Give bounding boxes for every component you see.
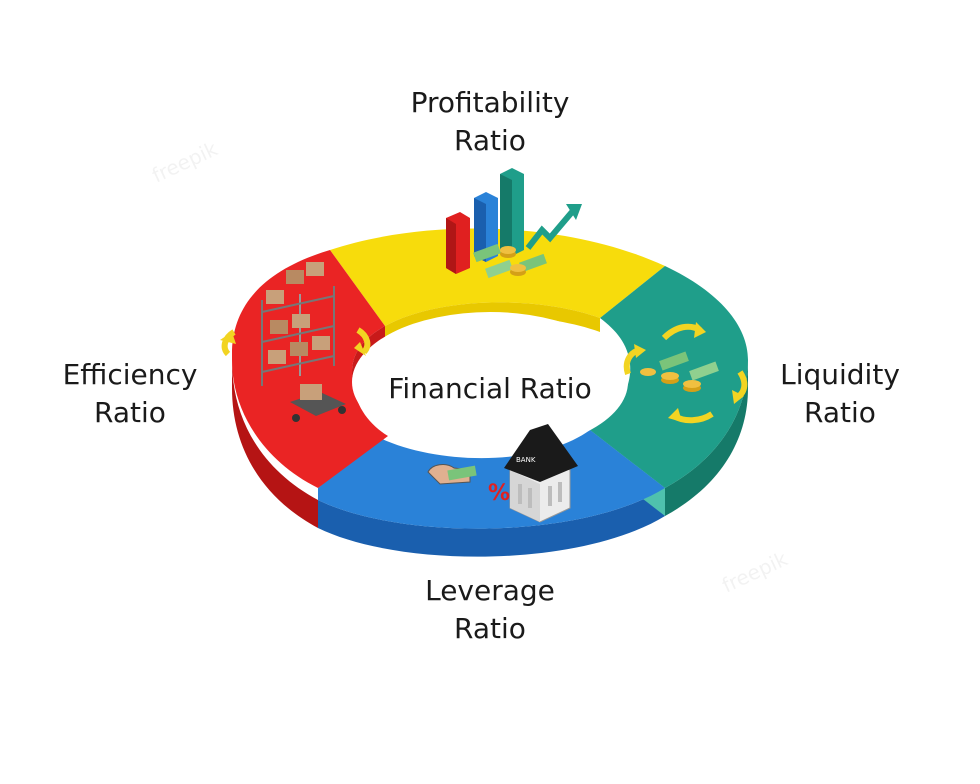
efficiency-label-line2: Ratio [94,396,166,429]
center-label: Financial Ratio [388,372,592,405]
warehouse-shelf-icon [220,262,371,422]
profitability-label-line2: Ratio [454,124,526,157]
liquidity-label: Liquidity Ratio [760,356,920,432]
liquidity-label-line2: Ratio [804,396,876,429]
leverage-label: Leverage Ratio [380,572,600,648]
profitability-segment-side [385,302,600,340]
leverage-label-line2: Ratio [454,612,526,645]
bank-sign: BANK [516,456,536,464]
leverage-segment-side [318,488,665,557]
profitability-label-line1: Profitability [410,86,570,119]
bar-chart-with-money-icon [446,168,582,279]
liquidity-segment-side [665,360,748,516]
efficiency-segment-inner [352,326,385,384]
leverage-label-line1: Leverage [425,574,555,607]
cycling-money-icon [623,322,748,424]
efficiency-label: Efficiency Ratio [40,356,220,432]
profitability-segment [330,228,665,326]
bank-loan-icon: % BANK [427,424,578,523]
liquidity-label-line1: Liquidity [780,358,900,391]
svg-text:%: % [488,481,510,506]
ring-center-hole [352,312,628,452]
leverage-segment [318,430,665,529]
efficiency-label-line1: Efficiency [62,358,198,391]
profitability-label: Profitability Ratio [380,84,600,160]
efficiency-segment-side [232,360,318,528]
